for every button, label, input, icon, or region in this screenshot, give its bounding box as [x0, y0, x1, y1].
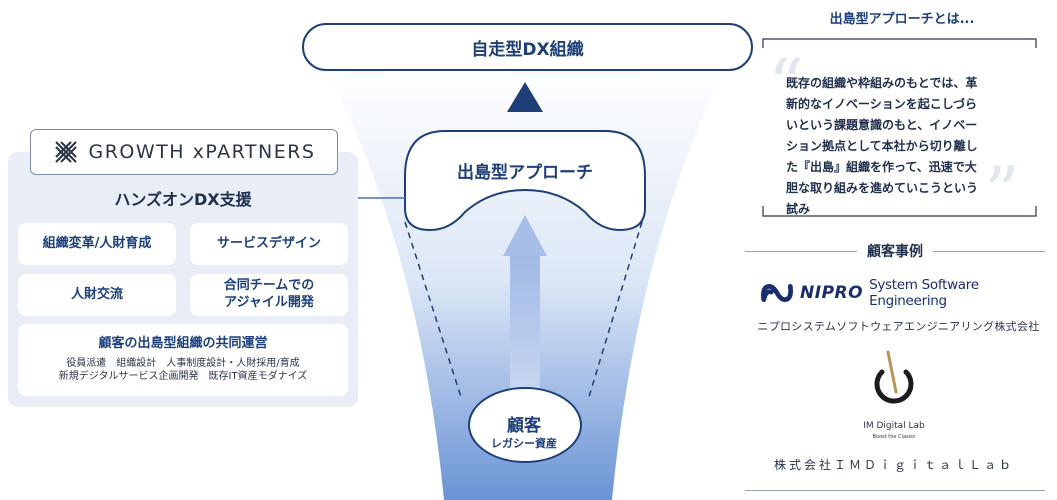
tile-talent-exchange: 人財交流 [18, 274, 176, 316]
co-operation-line-1: 役員派遣 組織設計 人事制度設計・人財採用/育成 [66, 357, 300, 369]
customer-ellipse [468, 387, 582, 463]
quote-line: 既存の組織や枠組みのもとでは、革 [786, 76, 978, 90]
quote-line: 試み [786, 202, 811, 216]
up-arrow-large-icon [503, 215, 547, 256]
self-driving-dx-label: 自走型DX組織 [471, 39, 584, 60]
open-quote-icon: “ [768, 44, 804, 126]
co-operation-title: 顧客の出島型組織の共同運営 [98, 336, 268, 352]
im-digital-lab-company-name: 株式会社ＩＭＤｉｇｉｔａｌＬａｂ [773, 458, 1014, 472]
dejima-shape [404, 130, 646, 232]
quote-line: 新的なイノベーションを起こしづら [786, 97, 978, 111]
quote-bracket-frame [762, 38, 1037, 217]
dejima-definition-text: 既存の組織や枠組みのもとでは、革 新的なイノベーションを起こしづら いという課題… [786, 73, 1018, 220]
customer-label: 顧客 [507, 416, 541, 436]
dashed-line-right [587, 221, 643, 401]
up-arrow-large-shaft [510, 252, 540, 392]
dejima-definition-heading: 出島型アプローチとは... [829, 12, 975, 27]
tile-agile-dev: 合同チームでの アジャイル開発 [190, 274, 348, 316]
growth-xpartners-logo: GROWTH xPARTNERS [30, 129, 338, 175]
self-driving-dx-pill: 自走型DX組織 [302, 23, 753, 71]
tile-agile-line-2: アジャイル開発 [224, 295, 314, 310]
tile-agile-line-1: 合同チームでの [223, 278, 315, 294]
hands-on-title: ハンズオンDX支援 [114, 190, 252, 209]
tile-co-operation: 顧客の出島型組織の共同運営 役員派遣 組織設計 人事制度設計・人財採用/育成 新… [18, 324, 348, 396]
bottom-divider [745, 490, 1045, 491]
dashed-line-left [404, 221, 463, 401]
nipro-logo-word: NIPRO [800, 283, 864, 303]
divider [933, 250, 1045, 252]
close-quote-icon: ” [984, 152, 1020, 234]
tile-service-design: サービスデザイン [190, 223, 348, 265]
nipro-mark-icon [761, 284, 793, 302]
logo-text: GROWTH xPARTNERS [88, 141, 316, 163]
legacy-assets-label: レガシー資産 [491, 437, 557, 450]
dejima-approach-label: 出島型アプローチ [457, 163, 593, 183]
tile-org-change: 組織変革/人財育成 [18, 223, 176, 265]
im-digital-lab-tagline: Boost the Classic [872, 434, 916, 440]
quote-line: 胆な取り組みを進めていこうという [786, 181, 979, 195]
nipro-logo-sub: System Software Engineering [869, 277, 979, 309]
im-digital-lab-logo-text: IM Digital Lab [863, 421, 925, 431]
co-operation-line-2: 新規デジタルサービス企画開発 既存IT資産モダナイズ [58, 371, 308, 383]
customer-cases-title: 顧客事例 [867, 244, 923, 260]
divider [745, 250, 857, 252]
nipro-logo: NIPRO System Software Engineering [760, 277, 1050, 309]
up-arrow-small-icon [507, 82, 543, 112]
customer-cases-header: 顧客事例 [745, 240, 1045, 262]
quote-line: いという課題意識のもと、イノベー [786, 118, 978, 132]
quote-line: ション拠点として本社から切り離し [786, 139, 978, 153]
im-digital-lab-mark-icon [874, 350, 914, 404]
quote-line: た『出島』組織を作って、迅速で大 [786, 160, 977, 174]
growth-xpartners-mark-icon [54, 141, 77, 163]
nipro-company-name: ニプロシステムソフトウェアエンジニアリング株式会社 [757, 320, 1040, 333]
